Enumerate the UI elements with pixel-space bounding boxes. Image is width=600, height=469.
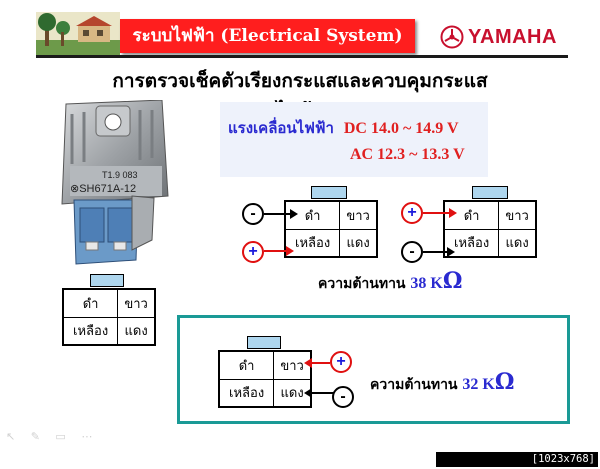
header-divider <box>36 55 568 58</box>
tuning-fork-icon <box>440 25 464 49</box>
ohm-symbol: Ω <box>494 369 515 395</box>
connector-tab <box>311 186 347 199</box>
voltage-dc-row: แรงเคลื่อนไฟฟ้า DC 14.0 ~ 14.9 V <box>228 116 459 140</box>
pin-red: แดง <box>498 228 536 257</box>
connector-diagram-d: ดำขาว เหลืองแดง <box>218 350 312 408</box>
arrow-icon <box>423 208 457 218</box>
brand-name: YAMAHA <box>468 25 557 48</box>
connector-tab <box>247 336 281 349</box>
house-scene-logo <box>36 12 120 56</box>
title-bar-bg <box>120 19 415 53</box>
voltage-label: แรงเคลื่อนไฟฟ้า <box>228 119 334 137</box>
voltage-spec-box <box>220 102 488 177</box>
pin-white: ขาว <box>339 201 377 230</box>
resistance-38k: ความต้านทาน 38 KΩ <box>318 268 462 295</box>
highlight-frame <box>177 315 570 424</box>
part-label-line2: ⊗SH671A-12 <box>70 183 136 195</box>
voltage-ac: AC 12.3 ~ 13.3 V <box>350 146 465 163</box>
pin-black: ดำ <box>218 351 275 380</box>
negative-probe: - <box>332 386 354 408</box>
voltage-dc: DC 14.0 ~ 14.9 V <box>343 120 459 137</box>
resistance-label: ความต้านทาน <box>318 276 406 292</box>
slide-title: ระบบไฟฟ้า (Electrical System) <box>132 26 403 46</box>
positive-probe: + <box>401 202 423 224</box>
connector-tab <box>90 274 124 287</box>
image-caption: [1023x768] http://upic.me/ <box>436 452 598 469</box>
connector-diagram-c: ดำขาว เหลืองแดง <box>62 288 156 346</box>
pin-yellow: เหลือง <box>218 378 275 407</box>
arrow-icon <box>304 358 330 368</box>
connector-diagram-a: ดำขาว เหลืองแดง <box>284 200 378 258</box>
resistance-label: ความต้านทาน <box>370 377 458 393</box>
arrow-icon <box>264 246 294 256</box>
positive-probe: + <box>242 241 264 263</box>
connector-diagram-b: ดำขาว เหลืองแดง <box>443 200 537 258</box>
connector-tab <box>472 186 508 199</box>
pin-red: แดง <box>117 316 155 345</box>
negative-probe: - <box>242 203 264 225</box>
pin-black: ดำ <box>62 289 119 318</box>
arrow-icon <box>423 247 455 257</box>
ohm-symbol: Ω <box>442 268 463 294</box>
regulator-rectifier-image: T1.9 083 ⊗SH671A-12 <box>61 100 169 265</box>
pin-white: ขาว <box>273 351 311 380</box>
pin-black: ดำ <box>284 201 341 230</box>
resistance-32k: ความต้านทาน 32 KΩ <box>370 369 514 396</box>
resistance-value: 32 K <box>462 376 495 393</box>
pin-white: ขาว <box>498 201 536 230</box>
resistance-value: 38 K <box>410 275 443 292</box>
pin-red: แดง <box>339 228 377 257</box>
part-label-line1: T1.9 083 <box>102 170 138 180</box>
pin-white: ขาว <box>117 289 155 318</box>
slideshow-toolbar[interactable]: ↖ ✎ ▭ ⋯ <box>6 430 99 443</box>
pin-yellow: เหลือง <box>62 316 119 345</box>
positive-probe: + <box>330 351 352 373</box>
arrow-icon <box>304 388 334 398</box>
arrow-icon <box>264 209 298 219</box>
pin-yellow: เหลือง <box>284 228 341 257</box>
yamaha-logo: YAMAHA <box>440 22 570 52</box>
negative-probe: - <box>401 241 423 263</box>
